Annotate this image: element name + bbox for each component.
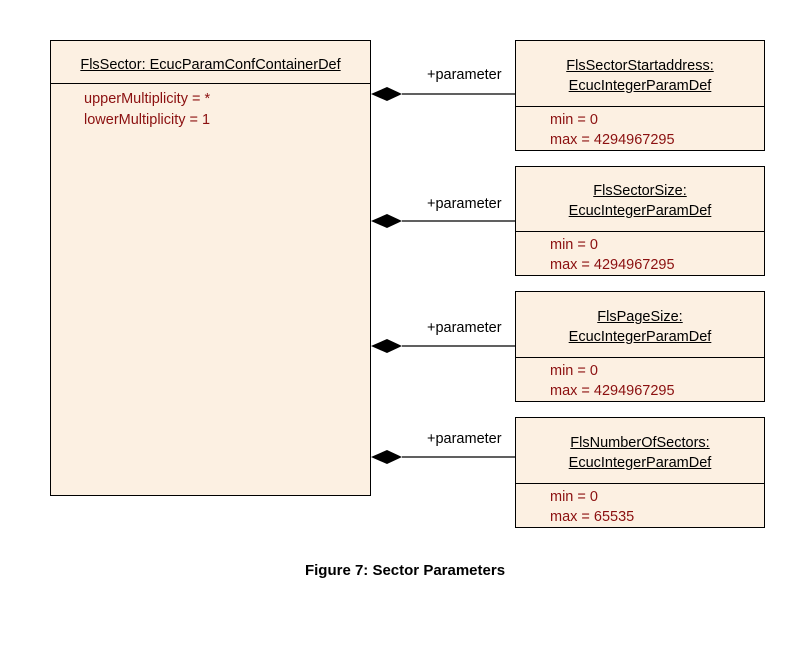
container-class-box[interactable]: FlsSector: EcucParamConfContainerDef upp… [50,40,371,496]
container-attr-upper-multiplicity: upperMultiplicity = * [84,91,211,107]
parameter-attr-min: min = 0 [550,363,598,379]
composition-diamond-4 [371,450,402,464]
parameter-attr-min: min = 0 [550,237,598,253]
composition-diamond-1 [371,87,402,101]
parameter-attr-min: min = 0 [550,112,598,128]
parameter-separator [516,483,764,484]
figure-caption: Figure 7: Sector Parameters [304,562,506,579]
role-label-1: +parameter [427,67,502,83]
association-1 [371,87,516,101]
parameter-separator [516,106,764,107]
parameter-attr-min: min = 0 [550,489,598,505]
parameter-name: FlsNumberOfSectors: [570,435,710,451]
parameter-attr-max: max = 4294967295 [550,257,675,273]
parameter-attr-max: max = 4294967295 [550,132,675,148]
role-label-3: +parameter [427,320,502,336]
container-class-title: FlsSector: EcucParamConfContainerDef [80,57,341,73]
composition-diamond-2 [371,214,402,228]
container-attr-lower-multiplicity: lowerMultiplicity = 1 [84,112,211,128]
association-4 [371,450,516,464]
parameter-name: FlsSectorSize: [593,183,687,199]
parameter-class-box[interactable]: FlsNumberOfSectors: EcucIntegerParamDef … [515,417,765,528]
parameter-type: EcucIntegerParamDef [568,329,712,345]
parameter-type: EcucIntegerParamDef [568,455,712,471]
association-3 [371,339,516,353]
composition-diamond-3 [371,339,402,353]
parameter-separator [516,357,764,358]
parameter-class-box[interactable]: FlsSectorStartaddress: EcucIntegerParamD… [515,40,765,151]
role-label-4: +parameter [427,431,502,447]
parameter-type: EcucIntegerParamDef [568,78,712,94]
parameter-separator [516,231,764,232]
parameter-class-box[interactable]: FlsSectorSize: EcucIntegerParamDef min =… [515,166,765,276]
parameter-name: FlsPageSize: [597,309,683,325]
association-2 [371,214,516,228]
container-title-separator [51,83,370,84]
parameter-class-box[interactable]: FlsPageSize: EcucIntegerParamDef min = 0… [515,291,765,402]
parameter-attr-max: max = 4294967295 [550,383,675,399]
parameter-type: EcucIntegerParamDef [568,203,712,219]
parameter-attr-max: max = 65535 [550,509,635,525]
role-label-2: +parameter [427,196,502,212]
parameter-name: FlsSectorStartaddress: [566,58,714,74]
